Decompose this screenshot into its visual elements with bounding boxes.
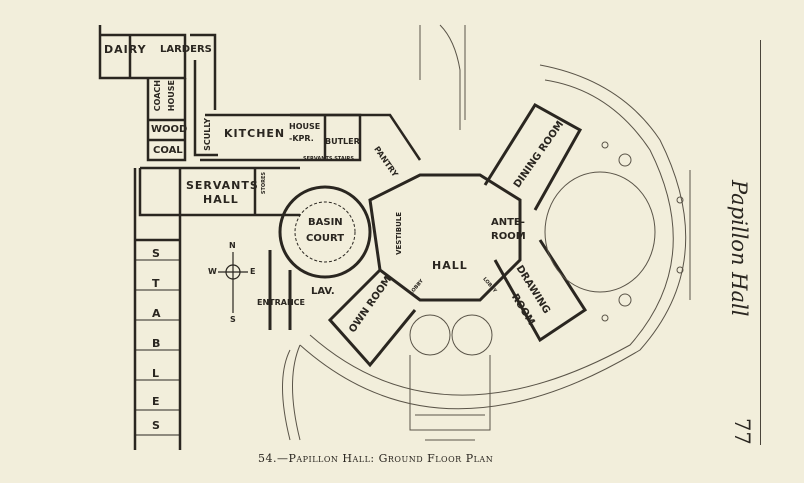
stables-letter: L <box>152 367 161 380</box>
service-wing-walls <box>98 25 422 450</box>
basin-court-detail <box>294 201 356 263</box>
room-label-kitchen: KITCHEN <box>224 127 286 140</box>
margin-rule <box>760 40 761 445</box>
stables-letter: S <box>152 419 161 432</box>
room-label-house-kpr-2: -KPR. <box>289 134 314 143</box>
room-label-servants-hall-2: HALL <box>203 193 239 206</box>
page-number: 77 <box>730 418 754 445</box>
room-label-larders: LARDERS <box>160 44 212 55</box>
room-label-stores: STORES <box>261 172 267 195</box>
stables-letter: B <box>152 337 162 350</box>
room-label-dairy: DAIRY <box>104 43 147 56</box>
stables-stalls <box>135 259 180 436</box>
compass-east: E <box>250 267 256 276</box>
stables-letter: S <box>152 247 161 260</box>
room-label-coach: COACH <box>153 80 162 112</box>
room-label-ante: ANTE- <box>491 217 525 228</box>
room-label-basin: BASIN <box>308 217 343 228</box>
room-label-servants-stairs: SERVANTS STAIRS <box>303 156 355 162</box>
figure-caption: 54.—Papillon Hall: Ground Floor Plan <box>258 452 494 465</box>
main-house-walls <box>268 102 588 368</box>
room-label-butler: BUTLER <box>325 137 360 146</box>
garden-layout <box>282 24 691 441</box>
stables-letter: E <box>152 395 161 408</box>
compass-rose <box>218 252 248 313</box>
room-label-house-kpr: HOUSE <box>289 122 321 131</box>
compass-north: N <box>229 241 236 250</box>
room-label-entrance: ENTRANCE <box>257 298 305 307</box>
room-label-scully: SCULLY <box>203 118 212 151</box>
stables-letter: A <box>152 307 162 320</box>
room-label-hall: HALL <box>432 259 468 272</box>
room-label-wood: WOOD <box>151 124 188 135</box>
room-label-vestibule: VESTIBULE <box>395 212 403 255</box>
room-label-coal: COAL <box>153 145 183 156</box>
room-label-house: HOUSE <box>167 80 176 112</box>
running-head: Papillon Hall <box>727 180 751 317</box>
room-label-court: COURT <box>306 233 345 244</box>
room-label-lav: LAV. <box>311 286 335 297</box>
room-label-servants-hall: SERVANTS <box>186 179 259 192</box>
compass-west: W <box>208 267 217 276</box>
room-label-ante-room: ROOM <box>491 231 526 242</box>
compass-south: S <box>230 315 236 324</box>
stables-letter: T <box>152 277 161 290</box>
